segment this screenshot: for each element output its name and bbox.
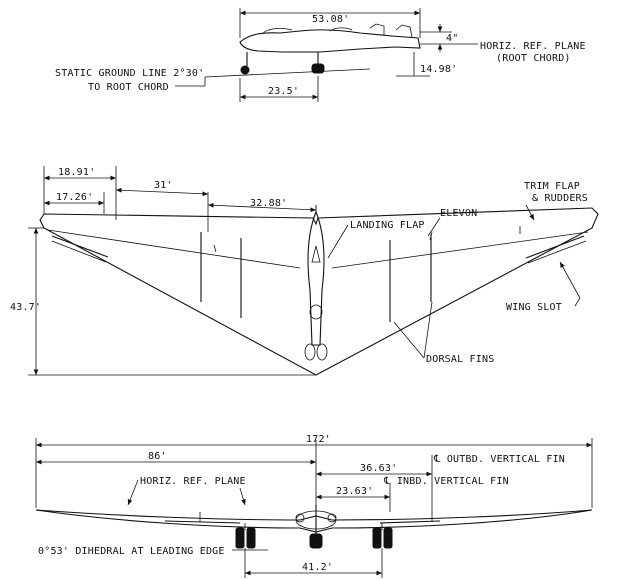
front-center-body [295,505,337,549]
inbd-fin-dist-label: 23.63' [336,486,373,497]
gear-spacing-label: 23.5' [268,86,299,97]
dim-18-91-label: 18.91' [58,167,95,178]
wing-slot-right [525,235,587,264]
front-view: 172' 86' 36.63' ℄ OUTBD. VERTICAL FIN 23… [35,434,593,578]
root-depth-label: 43.7' [10,302,41,313]
static-ground-line-sub: TO ROOT CHORD [88,82,169,93]
plan-view: 18.91' 17.26' 31' 32.88' 43.7' LANDING F… [10,166,599,376]
side-main-gear [311,52,325,74]
half-span-label: 86' [148,451,167,462]
dim-32-88-label: 32.88' [250,198,287,209]
side-height-label: 14.98' [420,64,457,75]
front-gear-left [235,523,256,549]
front-flap-left [164,520,241,524]
side-view: 53.08' 4" HORIZ. REF. PLANE (ROOT CHORD)… [55,8,586,102]
dim-31-label: 31' [154,180,173,191]
front-ref-plane-label: HORIZ. REF. PLANE [140,476,246,487]
trim-flap-sub: & RUDDERS [532,193,588,204]
front-wing [35,509,593,533]
span-label: 172' [306,434,331,445]
front-gear-right [372,523,393,549]
landing-flap-label: LANDING FLAP [350,220,425,231]
side-profile [239,29,421,53]
trim-flap-label: TRIM FLAP [524,181,580,192]
inbd-fin-label: ℄ INBD. VERTICAL FIN [383,476,509,487]
side-length-label: 53.08' [312,14,349,25]
side-nose-gear [240,52,250,75]
center-nacelle [307,210,325,346]
side-ref-plane-label: HORIZ. REF. PLANE [480,41,586,52]
wing-slot-left [51,235,109,263]
gear-track-label: 41.2' [302,562,333,573]
static-ground-line-label: STATIC GROUND LINE 2°30' [55,68,204,79]
dihedral-label: 0°53' DIHEDRAL AT LEADING EDGE [38,546,225,557]
elevon-label: ELEVON [440,208,477,219]
front-flap-right [379,520,441,524]
side-offset-label: 4" [446,33,458,44]
outbd-fin-dist-label: 36.63' [360,463,397,474]
outbd-fin-label: ℄ OUTBD. VERTICAL FIN [433,454,565,465]
dorsal-fins-label: DORSAL FINS [426,354,494,365]
wing-planform [39,207,599,376]
wing-slot-label: WING SLOT [506,302,562,313]
dim-17-26-label: 17.26' [56,192,93,203]
side-ref-plane-sub: (ROOT CHORD) [496,53,571,64]
